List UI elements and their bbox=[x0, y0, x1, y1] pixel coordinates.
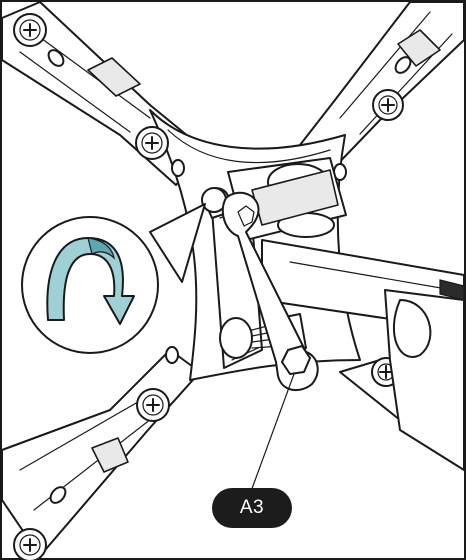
callout-pointer bbox=[149, 203, 206, 283]
screw-icon bbox=[135, 126, 169, 160]
rotate-arrow-icon bbox=[46, 237, 135, 325]
screw-icon bbox=[136, 388, 170, 422]
screw-icon bbox=[13, 528, 47, 560]
screw-icon bbox=[13, 13, 47, 47]
wrench-icon bbox=[221, 191, 319, 392]
part-label-a3: A3 bbox=[212, 488, 292, 528]
label-leader bbox=[249, 373, 295, 495]
screw-icon bbox=[372, 89, 404, 121]
